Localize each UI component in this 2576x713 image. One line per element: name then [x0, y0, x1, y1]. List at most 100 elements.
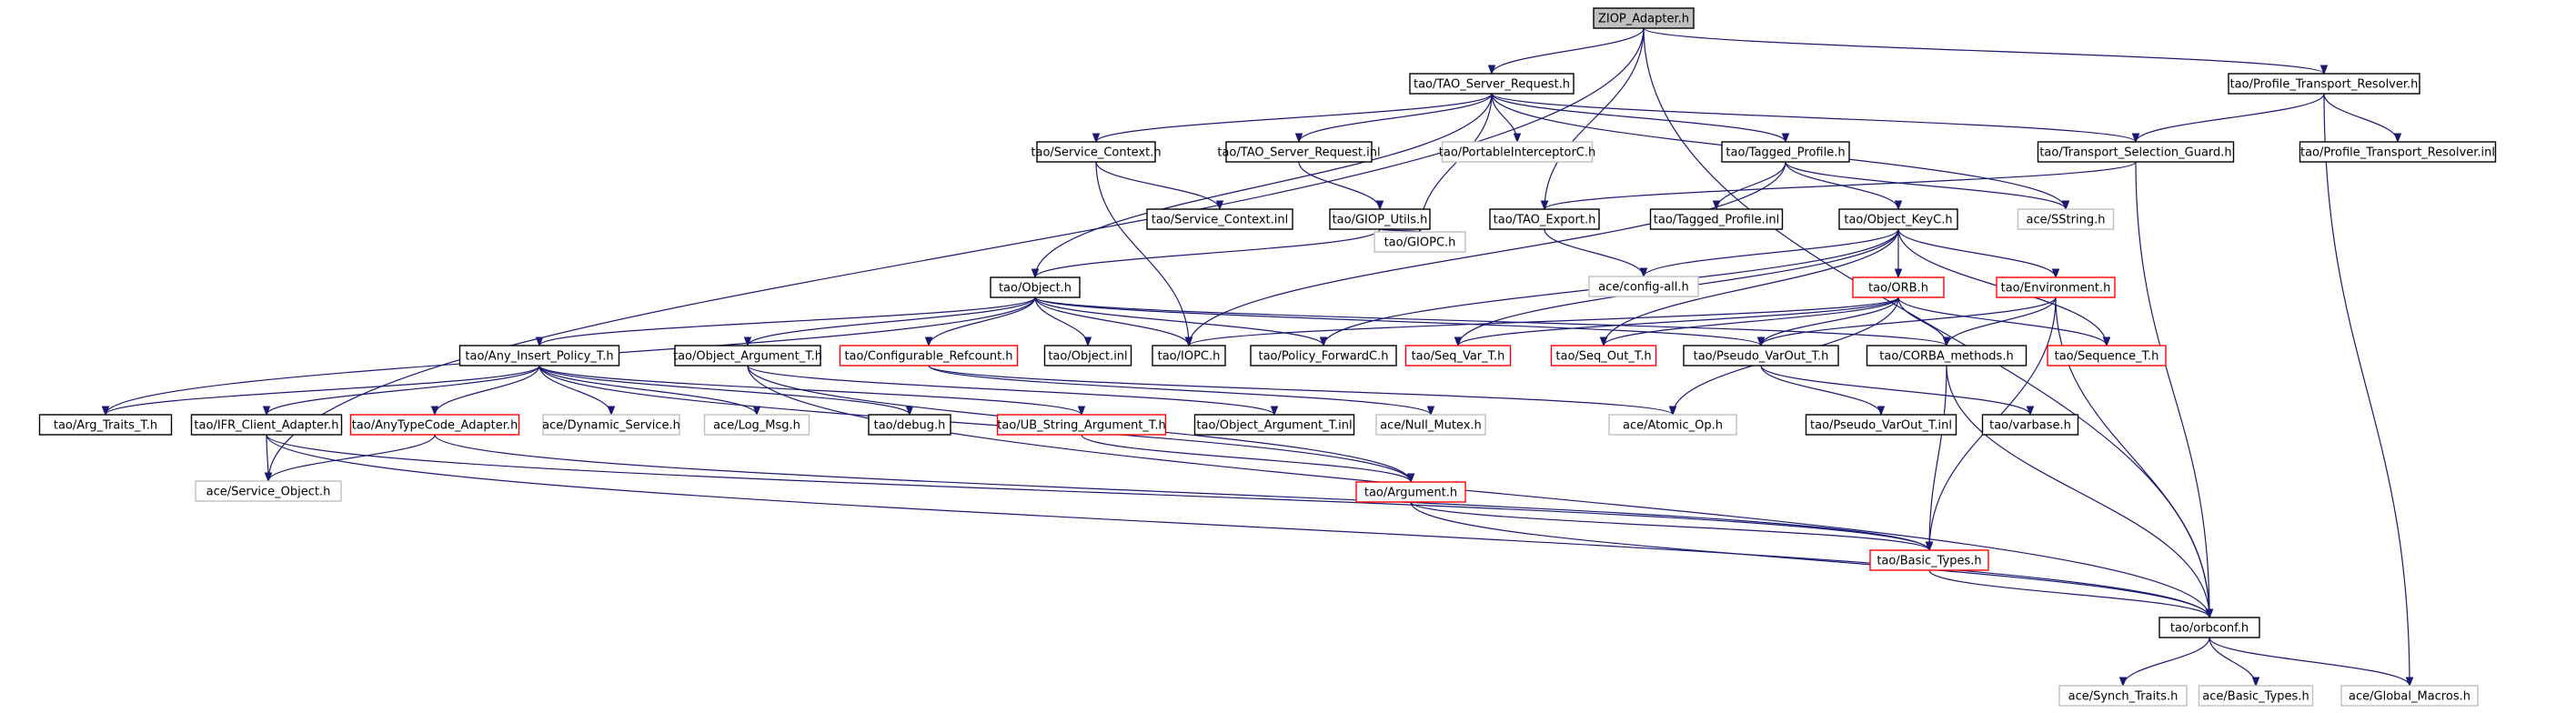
node-label: ace/Log_Msg.h: [713, 419, 800, 433]
edge-objkey-env: [1897, 228, 2057, 278]
node-label: tao/Any_Insert_Policy_T.h: [465, 350, 613, 364]
edge-arrowhead-argh-basict: [1925, 541, 1934, 552]
node-label: tao/Service_Context.inl: [1152, 214, 1288, 227]
node-ace-synch-traits-h[interactable]: ace/Synch_Traits.h: [2058, 685, 2188, 707]
node-tao-anytypecode-adapter-h[interactable]: tao/AnyTypeCode_Adapter.h: [349, 414, 520, 436]
node-ace-log-msg-h[interactable]: ace/Log_Msg.h: [703, 414, 810, 436]
node-ziop-adapter-h[interactable]: ZIOP_Adapter.h: [1593, 7, 1695, 29]
node-box: [1193, 414, 1355, 436]
edge-arrowhead-srvreq-tagged: [1781, 133, 1790, 144]
edge-arrowhead-svcctx-svcctxinl: [1215, 200, 1224, 211]
node-box: [1721, 141, 1850, 163]
edge-arrowhead-objkey-cfgall: [1639, 267, 1648, 278]
node-ace-dynamic-service-h[interactable]: ace/Dynamic_Service.h: [542, 414, 680, 436]
edge-arrowhead-pvout-varbase: [2026, 406, 2035, 417]
node-ace-basic-types-h[interactable]: ace/Basic_Types.h: [2198, 685, 2314, 707]
node-label: tao/Profile_Transport_Resolver.h: [2230, 78, 2419, 92]
node-tao-policy-forwardc-h[interactable]: tao/Policy_ForwardC.h: [1250, 345, 1397, 367]
node-tao-object-argument-t-h[interactable]: tao/Object_Argument_T.h: [673, 345, 822, 367]
node-tao-tao-export-h[interactable]: tao/TAO_Export.h: [1489, 208, 1600, 230]
node-tao-transport-selection-guard-h[interactable]: tao/Transport_Selection_Guard.h: [2037, 141, 2235, 163]
edge-arrowhead-objkey-orb: [1894, 268, 1903, 279]
node-tao-any-insert-policy-t-h[interactable]: tao/Any_Insert_Policy_T.h: [458, 345, 620, 367]
node-label: tao/PortableInterceptorC.h: [1439, 146, 1595, 160]
edge-env-pvout: [1760, 296, 2057, 346]
node-ace-null-mutex-h[interactable]: ace/Null_Mutex.h: [1375, 414, 1486, 436]
node-tao-tagged-profile-h[interactable]: tao/Tagged_Profile.h: [1721, 141, 1850, 163]
node-tao-orb-h[interactable]: tao/ORB.h: [1852, 276, 1945, 298]
node-tao-seq-var-t-h[interactable]: tao/Seq_Var_T.h: [1404, 345, 1512, 367]
edge-aipt-logmsg: [538, 365, 758, 416]
edge-arrowhead-orbconf-synch: [2118, 677, 2128, 688]
node-tao-ifr-client-adapter-h[interactable]: tao/IFR_Client_Adapter.h: [190, 414, 343, 436]
node-tao-basic-types-h[interactable]: tao/Basic_Types.h: [1869, 549, 1989, 571]
node-tao-object-inl[interactable]: tao/Object.inl: [1043, 345, 1132, 367]
edge-anytc-svcobj: [267, 434, 436, 482]
node-tao-configurable-refcount-h[interactable]: tao/Configurable_Refcount.h: [839, 345, 1019, 367]
edge-srvreqinl-giopu: [1298, 161, 1381, 210]
node-ace-service-object-h[interactable]: ace/Service_Object.h: [195, 480, 342, 502]
node-tao-arg-traits-t-h[interactable]: tao/Arg_Traits_T.h: [38, 414, 173, 436]
node-box: [2340, 685, 2479, 707]
node-tao-profile-transport-resolver-inl[interactable]: tao/Profile_Transport_Resolver.inl: [2299, 141, 2497, 163]
node-tao-debug-h[interactable]: tao/debug.h: [868, 414, 951, 436]
node-box: [996, 414, 1167, 436]
node-label: tao/Object_Argument_T.h: [673, 350, 822, 364]
node-tao-orbconf-h[interactable]: tao/orbconf.h: [2158, 617, 2260, 638]
node-box: [674, 345, 821, 367]
node-ace-config-all-h[interactable]: ace/config-all.h: [1588, 276, 1699, 297]
node-tao-iopc-h[interactable]: tao/IOPC.h: [1152, 345, 1226, 367]
node-tao-portableinterceptorc-h[interactable]: tao/PortableInterceptorC.h: [1439, 141, 1595, 163]
node-ace-atomic-op-h[interactable]: ace/Atomic_Op.h: [1608, 414, 1737, 436]
node-ace-sstring-h[interactable]: ace/SString.h: [2017, 208, 2115, 230]
edge-tsg-orbconf: [2135, 161, 2210, 618]
node-tao-varbase-h[interactable]: tao/varbase.h: [1981, 414, 2079, 436]
node-box: [1375, 414, 1486, 436]
edge-arrowhead-object-polfwd: [1319, 336, 1328, 347]
edge-ziop-taoexp: [1544, 27, 1645, 210]
node-label: tao/AnyTypeCode_Adapter.h: [352, 419, 518, 433]
node-tao-seq-out-t-h[interactable]: tao/Seq_Out_T.h: [1550, 345, 1657, 367]
node-tao-tao-server-request-h[interactable]: tao/TAO_Server_Request.h: [1409, 73, 1575, 95]
node-label: tao/Profile_Transport_Resolver.inl: [2300, 146, 2495, 160]
node-box: [1608, 414, 1737, 436]
edge-arrowhead-oat-oatinl: [1270, 406, 1279, 417]
edge-ziop-ptr: [1643, 27, 2325, 75]
node-box: [2047, 345, 2167, 367]
node-tao-pseudo-varout-t-h[interactable]: tao/Pseudo_VarOut_T.h: [1683, 345, 1839, 367]
node-tao-environment-h[interactable]: tao/Environment.h: [1996, 276, 2116, 298]
node-tao-service-context-inl[interactable]: tao/Service_Context.inl: [1146, 208, 1293, 230]
node-label: tao/UB_String_Argument_T.h: [997, 419, 1165, 433]
node-tao-object-keyc-h[interactable]: tao/Object_KeyC.h: [1838, 208, 1958, 230]
node-tao-service-context-h[interactable]: tao/Service_Context.h: [1031, 141, 1162, 163]
edge-object-oat: [747, 296, 1036, 346]
edge-arrowhead-orb-seqvar: [1454, 336, 1463, 347]
node-tao-corba-methods-h[interactable]: tao/CORBA_methods.h: [1866, 345, 2028, 367]
edge-orb-seqvar: [1457, 296, 1899, 346]
edge-aipt-ubs: [538, 365, 1082, 416]
node-tao-profile-transport-resolver-h[interactable]: tao/Profile_Transport_Resolver.h: [2228, 73, 2420, 95]
node-ace-global-macros-h[interactable]: ace/Global_Macros.h: [2340, 685, 2479, 707]
node-tao-giop-utils-h[interactable]: tao/GIOP_Utils.h: [1329, 208, 1431, 230]
node-label: ace/Service_Object.h: [206, 486, 331, 499]
node-tao-object-argument-t-inl[interactable]: tao/Object_Argument_T.inl: [1193, 414, 1355, 436]
edge-objkey-seqout: [1603, 228, 1899, 346]
node-tao-pseudo-varout-t-inl[interactable]: tao/Pseudo_VarOut_T.inl: [1805, 414, 1957, 436]
node-tao-tagged-profile-inl[interactable]: tao/Tagged_Profile.inl: [1649, 208, 1784, 230]
edge-ifrca-orbconf: [266, 434, 2210, 618]
edge-aipt-anytc: [434, 365, 540, 416]
node-tao-giopc-h[interactable]: tao/GIOPC.h: [1374, 231, 1466, 253]
node-tao-sequence-t-h[interactable]: tao/Sequence_T.h: [2047, 345, 2167, 367]
edge-arrowhead-ziop-srvreq: [1487, 65, 1496, 75]
node-tao-tao-server-request-inl[interactable]: tao/TAO_Server_Request.inl: [1217, 141, 1381, 163]
node-tao-argument-h[interactable]: tao/Argument.h: [1355, 481, 1466, 503]
node-label: tao/TAO_Server_Request.h: [1414, 78, 1570, 92]
node-tao-ub-string-argument-t-h[interactable]: tao/UB_String_Argument_T.h: [996, 414, 1167, 436]
node-label: tao/Object_Argument_T.inl: [1196, 419, 1352, 433]
edge-arrowhead-srvreq-srvreqinl: [1294, 133, 1303, 144]
edge-arrowhead-object-oat: [743, 336, 752, 347]
edge-pvout-varbase: [1760, 365, 2031, 416]
edge-srvreq-tsg: [1491, 93, 2137, 143]
edge-arrowhead-tsg-taoexp: [1540, 200, 1549, 211]
node-tao-object-h[interactable]: tao/Object.h: [990, 276, 1081, 298]
